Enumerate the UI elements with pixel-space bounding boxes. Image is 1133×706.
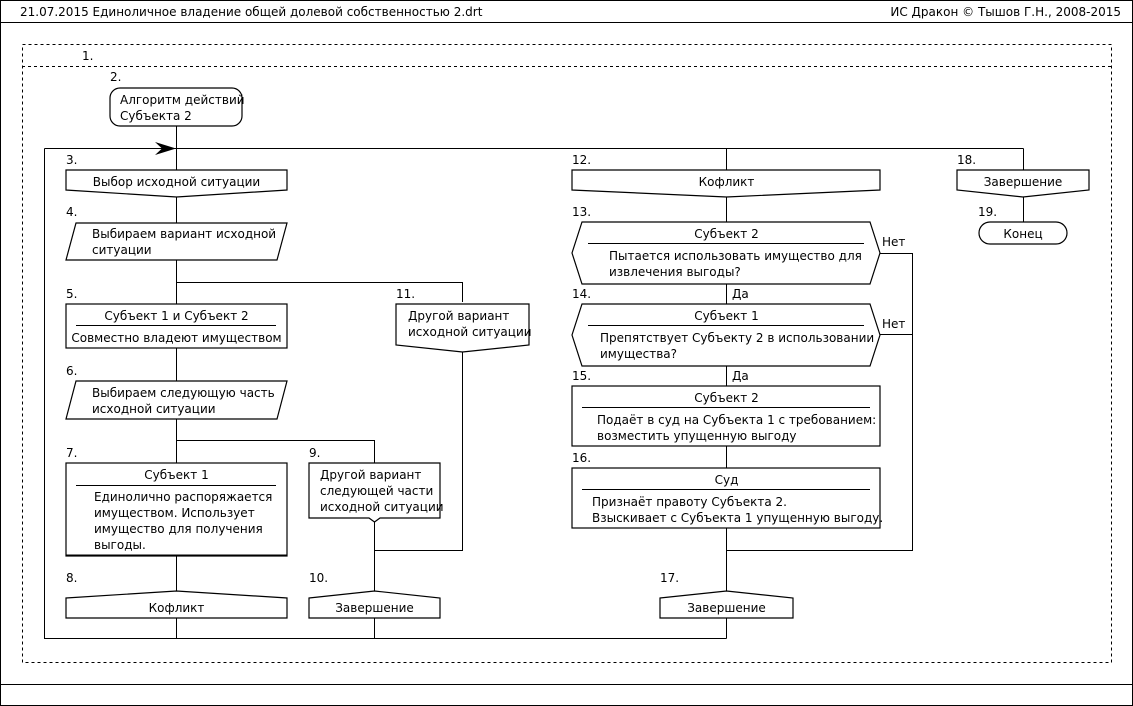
node-10-number: 10. (309, 571, 328, 585)
diagram-border (22, 44, 1112, 663)
input-line-2: ситуации (92, 243, 152, 257)
case-line-1: Другой вариант (408, 309, 509, 323)
file-title: 21.07.2015 Единоличное владение общей до… (20, 5, 483, 19)
yes-label: Да (732, 287, 749, 301)
node-6-number: 6. (66, 364, 77, 378)
address-shape (65, 590, 288, 619)
node-2-number: 2. (110, 70, 121, 84)
input-line-2: исходной ситуации (92, 402, 216, 416)
question-shape (571, 303, 881, 367)
title-line-1: Алгоритм действий (120, 93, 245, 107)
action-shape (65, 462, 288, 557)
address-shape (308, 590, 441, 619)
action-line-1: Подаёт в суд на Субъекта 1 с требованием… (597, 413, 876, 427)
input-line-1: Выбираем вариант исходной (92, 227, 276, 241)
action-title: Субъект 1 (144, 468, 208, 482)
node-5-number: 5. (66, 287, 77, 301)
branch-header-label: Выбор исходной ситуации (93, 175, 260, 189)
action-line-4: выгоды. (94, 538, 146, 552)
node-4-number: 4. (66, 205, 77, 219)
action-shape (571, 467, 881, 529)
node-11-number: 11. (396, 287, 415, 301)
copyright: ИС Дракон © Тышов Г.Н., 2008-2015 (890, 5, 1121, 19)
node-15-number: 15. (572, 369, 591, 383)
action-title: Субъект 2 (694, 391, 758, 405)
no-label: Нет (882, 317, 905, 331)
address-label: Завершение (335, 601, 414, 615)
branch-header-label: Кофликт (699, 175, 755, 189)
case-line-2: следующей части (320, 484, 433, 498)
end-shape (978, 221, 1068, 245)
no-label: Нет (882, 235, 905, 249)
action-shape (571, 385, 881, 447)
node-13-number: 13. (572, 205, 591, 219)
node-18-number: 18. (957, 153, 976, 167)
branch-header-label: Завершение (984, 175, 1063, 189)
input-shape (65, 380, 288, 420)
node-8-number: 8. (66, 571, 77, 585)
address-shape (659, 590, 794, 619)
yes-label: Да (732, 369, 749, 383)
case-line-3: исходной ситуации (320, 500, 444, 514)
case-shape (395, 303, 530, 353)
address-label: Кофликт (149, 601, 205, 615)
loop-arrow-icon (155, 142, 176, 155)
case-line-2: исходной ситуации (408, 325, 532, 339)
action-line-2: Взыскивает с Субъекта 1 упущенную выгоду… (592, 511, 883, 525)
question-title: Субъект 1 (694, 309, 758, 323)
node-9-number: 9. (309, 446, 320, 460)
node-1-number: 1. (82, 49, 93, 63)
branch-header-shape (571, 169, 881, 198)
node-19-number: 19. (978, 205, 997, 219)
end-label: Конец (1003, 227, 1042, 241)
input-shape (65, 222, 288, 261)
action-line-2: возместить упущенную выгоду (597, 429, 797, 443)
node-17-number: 17. (660, 571, 679, 585)
node-16-number: 16. (572, 451, 591, 465)
action-line-1: Единолично распоряжается (94, 490, 272, 504)
action-line-1: Признаёт правоту Субъекта 2. (592, 495, 787, 509)
action-text: Совместно владеют имуществом (71, 331, 281, 345)
question-line-1: Препятствует Субъекту 2 в использовании (600, 331, 874, 345)
action-line-2: имуществом. Использует (94, 506, 255, 520)
title-line-2: Субъекта 2 (120, 109, 192, 123)
node-14-number: 14. (572, 287, 591, 301)
question-shape (571, 221, 881, 285)
question-line-1: Пытается использовать имущество для (609, 249, 862, 263)
input-line-1: Выбираем следующую часть (92, 386, 275, 400)
case-line-1: Другой вариант (320, 468, 421, 482)
action-title: Субъект 1 и Субъект 2 (104, 309, 248, 323)
action-line-3: имущество для получения (94, 522, 263, 536)
node-12-number: 12. (572, 153, 591, 167)
node-7-number: 7. (66, 446, 77, 460)
case-shape (308, 462, 441, 523)
branch-header-shape (956, 169, 1090, 198)
node-3-number: 3. (66, 153, 77, 167)
address-label: Завершение (687, 601, 766, 615)
action-title: Суд (715, 473, 739, 487)
question-line-2: извлечения выгоды? (609, 265, 741, 279)
title-shape (109, 87, 243, 127)
question-line-2: имущества? (600, 347, 677, 361)
question-title: Субъект 2 (694, 227, 758, 241)
branch-header-shape (65, 169, 288, 198)
